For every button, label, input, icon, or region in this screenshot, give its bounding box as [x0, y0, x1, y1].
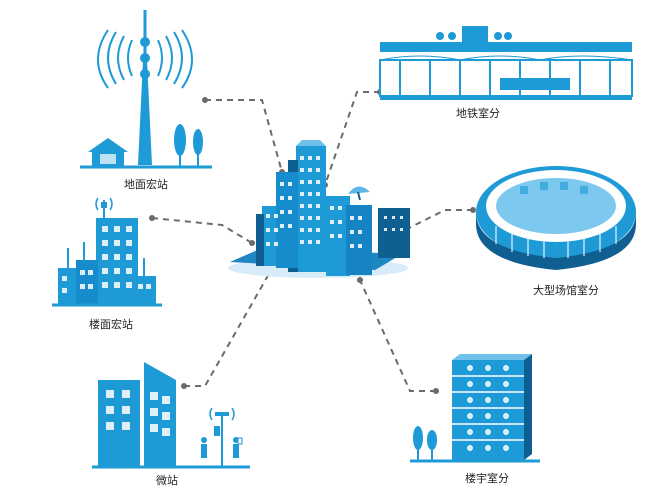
connector-micro: [184, 271, 271, 387]
metro-train-icon: [379, 26, 633, 100]
label-rooftop-macro: 楼面宏站: [89, 318, 133, 331]
label-metro-indoor: 地铁室分: [456, 107, 500, 120]
cell-tower-icon: [80, 10, 212, 169]
connectors: [151, 91, 473, 392]
label-building-indoor: 楼宇室分: [465, 472, 509, 485]
label-micro: 微站: [156, 474, 178, 487]
rooftop-tower-icon: [52, 197, 162, 307]
satellite-dish-icon: [348, 186, 370, 201]
micro-station-icon: [92, 362, 250, 469]
connector-building: [359, 279, 436, 392]
label-stadium-indoor: 大型场馆室分: [533, 284, 599, 297]
connector-ground-macro: [205, 99, 283, 173]
connector-metro: [324, 91, 380, 186]
stadium-icon: [476, 166, 636, 270]
city-hub-icon: [228, 140, 410, 278]
connector-rooftop-macro: [151, 217, 253, 244]
label-ground-macro: 地面宏站: [124, 178, 168, 191]
connector-stadium: [384, 209, 473, 241]
building-icon: [410, 354, 540, 463]
